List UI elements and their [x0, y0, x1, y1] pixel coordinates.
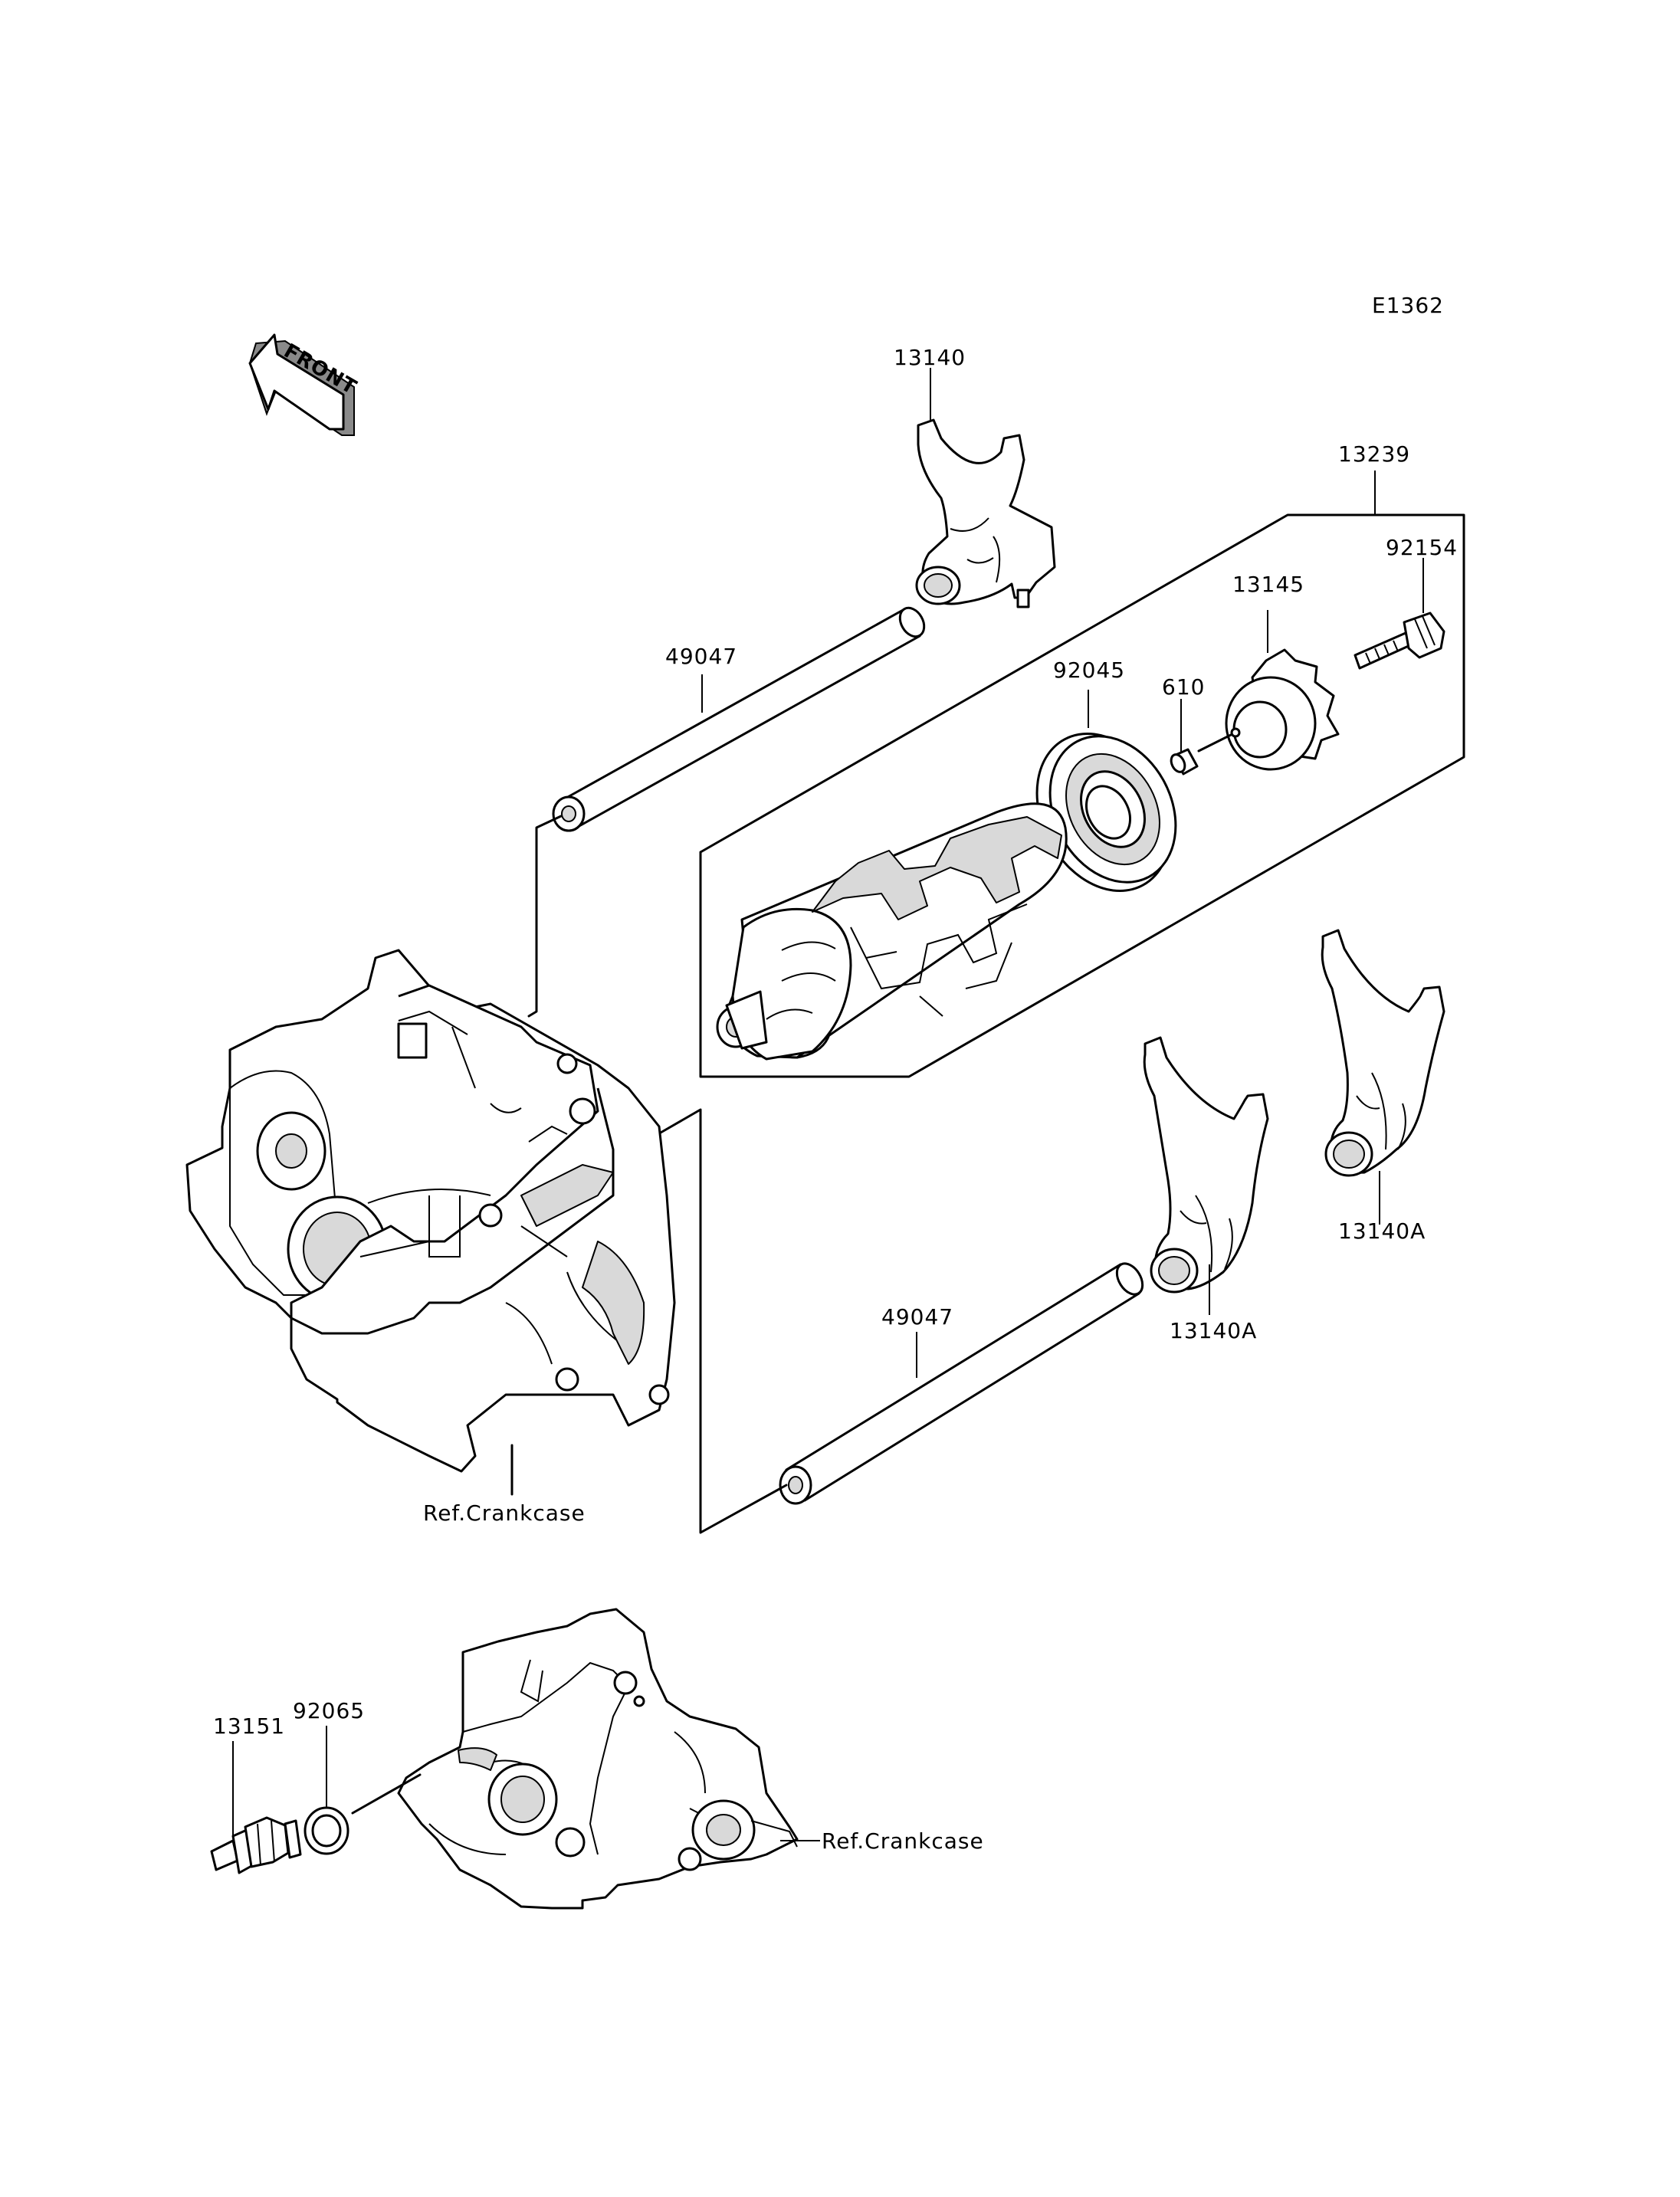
label-92065: 92065: [293, 1698, 365, 1723]
label-49047-lower: 49047: [881, 1304, 953, 1330]
washer-92065: [304, 1806, 349, 1855]
label-13140: 13140: [894, 345, 966, 370]
shift-fork-13140: [915, 418, 1056, 608]
shift-rod-lower: [779, 1262, 1144, 1505]
bolt-92154: [1354, 612, 1445, 670]
diagram-code: E1362: [1372, 293, 1444, 318]
label-13151: 13151: [213, 1713, 285, 1739]
label-610: 610: [1162, 674, 1205, 700]
label-92154: 92154: [1386, 535, 1458, 560]
front-arrow-icon: FRONT: [248, 333, 361, 436]
pin-610: [1170, 748, 1199, 776]
label-13239: 13239: [1338, 441, 1410, 467]
label-92045: 92045: [1053, 657, 1125, 683]
label-13145: 13145: [1232, 572, 1304, 597]
washer-leader: [351, 1773, 422, 1815]
bearing-92045: [1035, 733, 1177, 892]
lower-crankcase: [397, 1608, 799, 1910]
label-13140a-right: 13140A: [1338, 1218, 1426, 1244]
upper-crankcase: [185, 949, 676, 1496]
leader-lines: [232, 368, 1424, 1841]
neutral-switch-13151: [210, 1816, 302, 1874]
shift-fork-13140a-middle: [1143, 1036, 1269, 1294]
label-49047-upper: 49047: [665, 644, 737, 669]
drum-assembly-frame: [699, 513, 1465, 1078]
shift-drum: [716, 802, 1068, 1061]
shift-fork-13140a-right: [1321, 929, 1445, 1177]
label-ref-crankcase-upper: Ref.Crankcase: [423, 1500, 586, 1526]
reference-brackets: [527, 815, 788, 1534]
label-13140a-middle: 13140A: [1170, 1318, 1257, 1343]
shift-rod-upper: [552, 606, 926, 832]
shift-cam-13145: [1197, 648, 1340, 771]
label-ref-crankcase-lower: Ref.Crankcase: [822, 1828, 984, 1854]
